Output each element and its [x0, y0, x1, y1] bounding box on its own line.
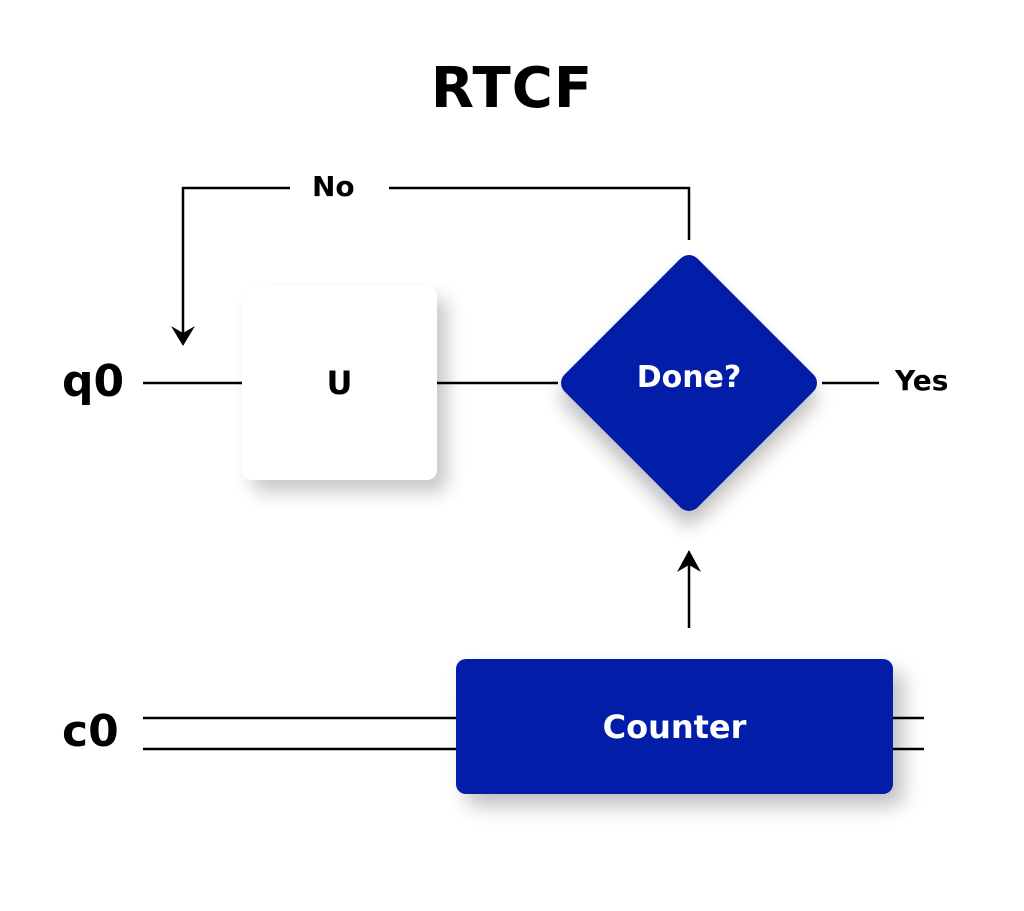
diagram-title: RTCF [430, 56, 594, 121]
counter-arrowhead [677, 550, 701, 572]
yes-label: Yes [895, 364, 949, 397]
no-loop-right [389, 186, 691, 240]
no-loop-left [181, 186, 290, 340]
c0-label: c0 [62, 706, 119, 757]
no-loop-arrowhead [171, 326, 195, 346]
q0-label: q0 [62, 356, 125, 407]
unitary-block: U [242, 286, 437, 480]
counter-block: Counter [456, 659, 893, 794]
unitary-label: U [326, 364, 353, 402]
no-label: No [312, 170, 355, 203]
decision-label: Done? [636, 360, 742, 395]
counter-label: Counter [602, 707, 747, 746]
